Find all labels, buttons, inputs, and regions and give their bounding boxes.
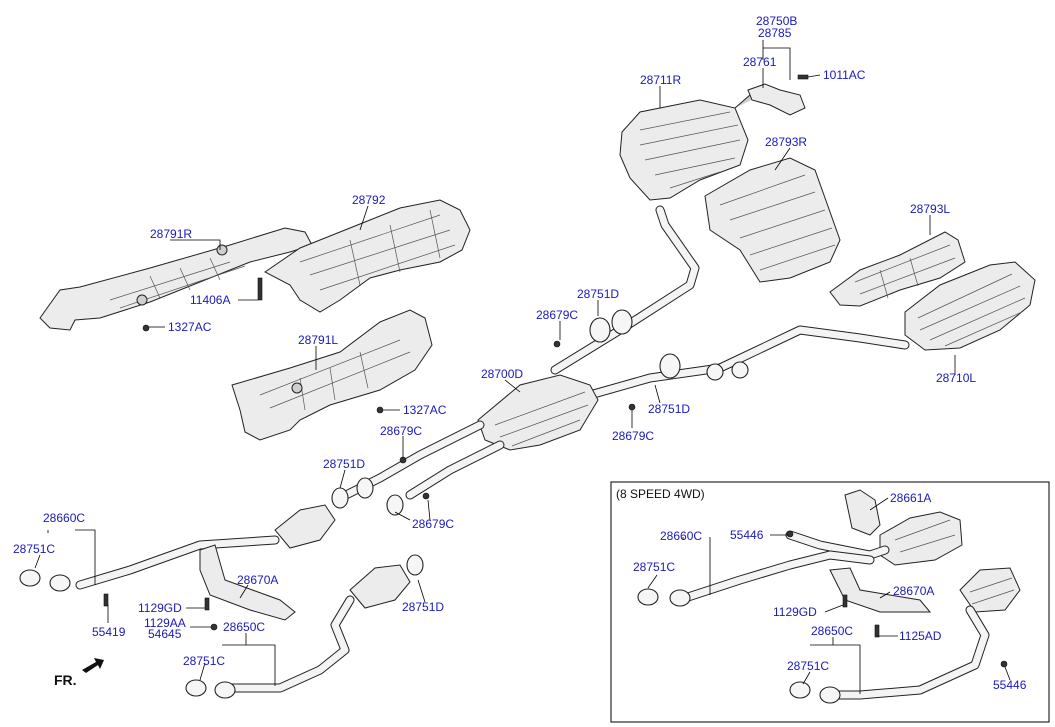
front-direction-indicator: FR. xyxy=(54,658,104,688)
heat-shield-28791l xyxy=(231,309,433,441)
part-label-1011ac[interactable]: 1011AC xyxy=(823,68,866,82)
part-label-1129aa[interactable]: 1129AA xyxy=(144,616,186,630)
part-label-28751d-b[interactable]: 28751D xyxy=(648,402,690,416)
inset-part-label-28661a[interactable]: 28661A xyxy=(890,491,931,505)
fr-label: FR. xyxy=(54,672,77,688)
pipe-network xyxy=(19,74,910,699)
part-label-28710l[interactable]: 28710L xyxy=(936,371,976,385)
inset-part-labels: 28661A 55446 28660C 28751C 28670A 1129GD… xyxy=(633,491,1027,692)
part-label-28751d-c[interactable]: 28751D xyxy=(323,457,365,471)
inset-part-label-28751c-b[interactable]: 28751C xyxy=(787,659,829,673)
part-label-11406a[interactable]: 11406A xyxy=(190,293,230,307)
part-label-1327ac-b[interactable]: 1327AC xyxy=(403,403,447,417)
part-label-28711r[interactable]: 28711R xyxy=(640,73,681,87)
part-label-28650c[interactable]: 28650C xyxy=(223,620,265,634)
inset-part-label-55446-b[interactable]: 55446 xyxy=(993,678,1027,692)
part-label-28751d-d[interactable]: 28751D xyxy=(402,600,444,614)
part-label-28700d[interactable]: 28700D xyxy=(481,367,523,381)
inset-part-label-28670a[interactable]: 28670A xyxy=(893,584,934,598)
heat-shield-28793r xyxy=(704,157,841,283)
part-label-55419[interactable]: 55419 xyxy=(92,625,126,639)
inset-8speed-4wd: (8 SPEED 4WD) xyxy=(610,481,1050,723)
part-label-54645[interactable]: 54645 xyxy=(148,627,182,641)
inset-part-label-1125ad[interactable]: 1125AD xyxy=(899,629,942,643)
inset-part-label-55446-a[interactable]: 55446 xyxy=(730,528,764,542)
inset-part-label-28751c-a[interactable]: 28751C xyxy=(633,560,675,574)
part-label-28679c-c[interactable]: 28679C xyxy=(380,424,422,438)
leader-lines xyxy=(34,40,956,686)
part-label-28793r[interactable]: 28793R xyxy=(765,135,807,149)
part-label-28660c[interactable]: 28660C xyxy=(43,511,85,525)
part-label-1129gd[interactable]: 1129GD xyxy=(138,601,182,615)
part-label-1327ac-a[interactable]: 1327AC xyxy=(168,320,212,334)
part-label-28751c-b[interactable]: 28751C xyxy=(183,654,225,668)
part-label-28679c-b[interactable]: 28679C xyxy=(612,429,654,443)
inset-title: (8 SPEED 4WD) xyxy=(616,487,705,501)
part-label-28792[interactable]: 28792 xyxy=(352,193,386,207)
inset-part-label-28650c[interactable]: 28650C xyxy=(811,624,853,638)
inset-part-label-1129gd[interactable]: 1129GD xyxy=(773,605,817,619)
part-label-28670a[interactable]: 28670A xyxy=(237,573,278,587)
part-label-28791r[interactable]: 28791R xyxy=(150,227,192,241)
inset-part-label-28660c[interactable]: 28660C xyxy=(660,529,702,543)
part-label-28679c-d[interactable]: 28679C xyxy=(412,517,454,531)
muffler-28710l xyxy=(904,261,1036,351)
part-label-28679c-a[interactable]: 28679C xyxy=(536,308,578,322)
part-labels: 28750B 28785 28761 1011AC 28711R 28793R … xyxy=(13,14,976,668)
part-label-28751c-a[interactable]: 28751C xyxy=(13,542,55,556)
part-label-28750b[interactable]: 28750B xyxy=(756,14,797,28)
front-arrow-icon xyxy=(82,658,104,673)
heat-shield-28793l xyxy=(829,231,966,307)
heat-shield-28791r xyxy=(39,227,313,331)
part-label-28785[interactable]: 28785 xyxy=(758,26,792,40)
heat-shield-28792 xyxy=(264,199,471,313)
part-label-28761[interactable]: 28761 xyxy=(743,55,777,69)
part-label-28793l[interactable]: 28793L xyxy=(910,202,950,216)
part-label-28791l[interactable]: 28791L xyxy=(298,333,338,347)
part-label-28751d-a[interactable]: 28751D xyxy=(577,287,619,301)
